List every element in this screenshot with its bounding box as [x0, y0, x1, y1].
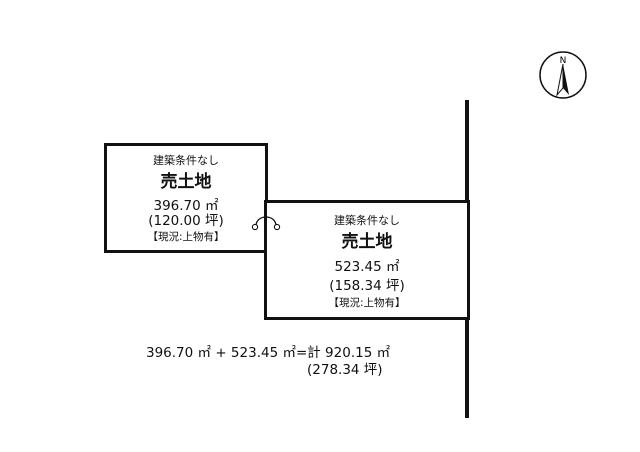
total-area-formula: 396.70 ㎡ + 523.45 ㎡=計 920.15 ㎡ [146, 345, 391, 361]
lot-tsubo: (158.34 坪) [329, 278, 405, 294]
lot-status: 【現況:上物有】 [328, 297, 406, 309]
lot-area: 396.70 ㎡ [153, 198, 219, 214]
lot-area: 523.45 ㎡ [334, 259, 400, 275]
lot-status: 【現況:上物有】 [147, 231, 225, 243]
lot-condition: 建築条件なし [153, 154, 219, 167]
north-label: N [560, 56, 567, 66]
lot-link-icon [251, 216, 281, 231]
lot-condition: 建築条件なし [334, 214, 400, 227]
lot-type: 売土地 [341, 232, 393, 252]
total-area-tsubo: (278.34 坪) [307, 362, 383, 378]
lot-1: 建築条件なし 売土地 396.70 ㎡ (120.00 坪) 【現況:上物有】 [104, 143, 268, 253]
lot-tsubo: (120.00 坪) [148, 213, 224, 229]
lot-2: 建築条件なし 売土地 523.45 ㎡ (158.34 坪) 【現況:上物有】 [264, 200, 470, 320]
north-arrow-icon: N [539, 51, 587, 99]
lot-type: 売土地 [160, 172, 212, 192]
